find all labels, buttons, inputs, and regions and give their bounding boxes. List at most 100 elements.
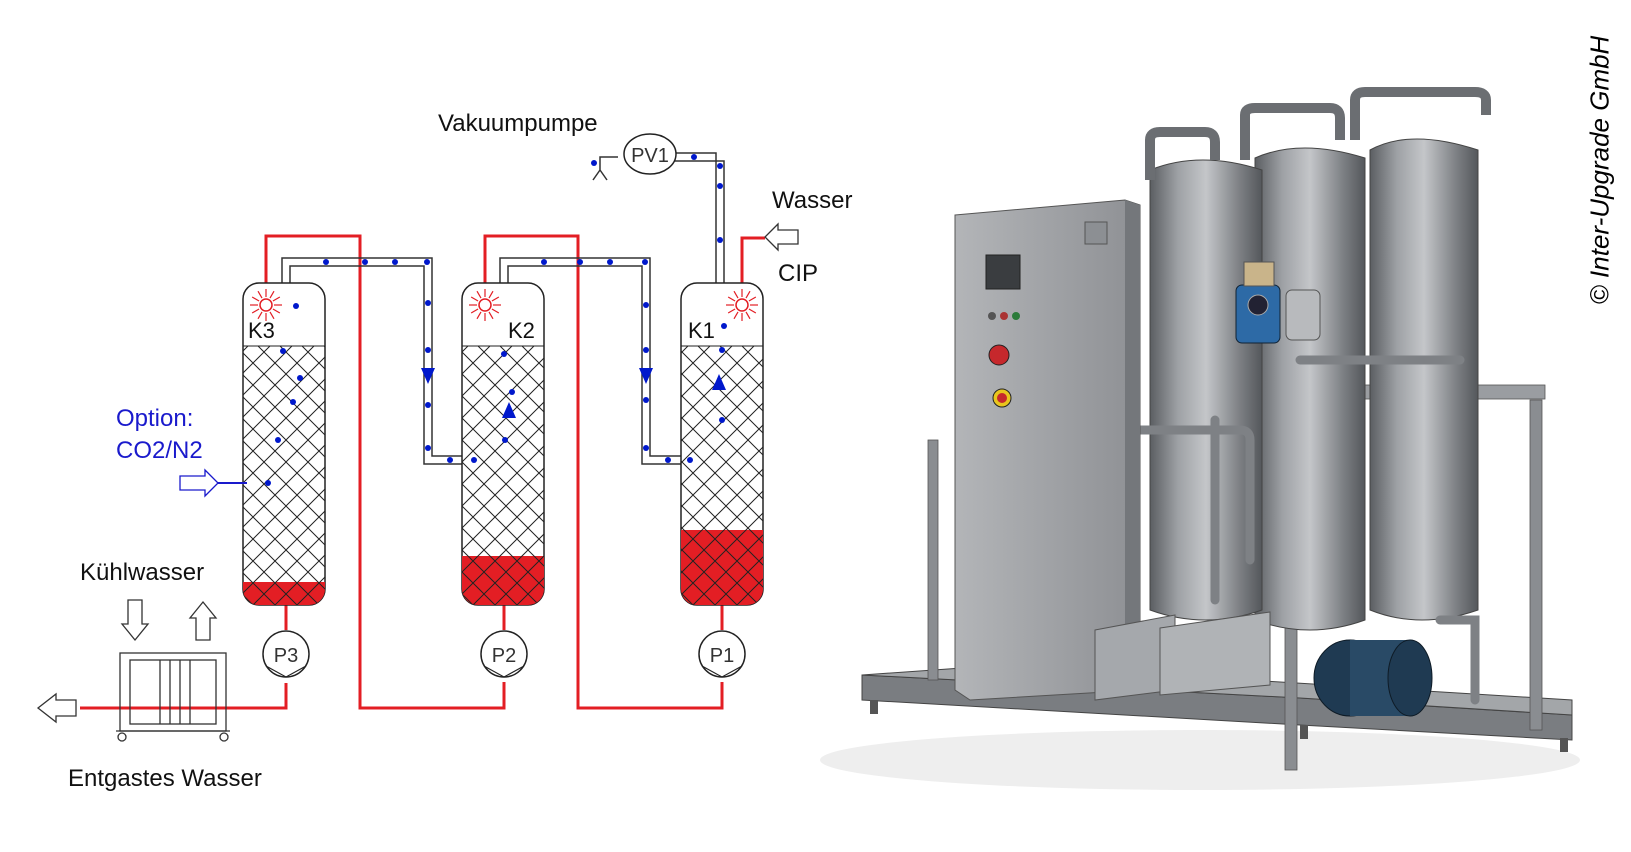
gas-line [281, 152, 725, 465]
gas-bubble [643, 302, 649, 308]
tank [1350, 87, 1491, 621]
spray-ray [491, 296, 500, 302]
gas-bubble [717, 163, 723, 169]
spray-ray [251, 296, 260, 302]
gas-bubble [717, 237, 723, 243]
heat-exchanger-icon [116, 599, 230, 742]
gas-bubble [719, 347, 725, 353]
gas-bubble [265, 480, 271, 486]
spray-ray [488, 290, 494, 299]
gas-bubble [424, 259, 430, 265]
water-line [80, 234, 765, 710]
pump-label: P2 [492, 645, 516, 667]
gas-bubble [502, 437, 508, 443]
spray-ray [491, 308, 500, 314]
label-option: Option: [116, 405, 193, 432]
gas-bubble [392, 259, 398, 265]
label-cip: CIP [778, 260, 818, 287]
column-k2 [461, 282, 545, 606]
pump-p1: P1 [698, 630, 746, 678]
spray-ray [733, 311, 739, 320]
gas-bubble [691, 154, 697, 160]
gas-bubble [665, 457, 671, 463]
spray-ray [251, 308, 260, 314]
gas-bubble [290, 399, 296, 405]
spray-ray [745, 290, 751, 299]
column-label-k1: K1 [688, 318, 715, 343]
gas-bubble [719, 417, 725, 423]
spray-ray [470, 308, 479, 314]
gas-bubble [362, 259, 368, 265]
spray-nozzle-icon [250, 289, 758, 321]
arrow-icon [36, 222, 799, 724]
gas-bubble [425, 445, 431, 451]
pump-p3: P3 [262, 630, 310, 678]
column-k3 [242, 282, 326, 606]
pump-label: P3 [274, 645, 298, 667]
machine-illustration [820, 87, 1580, 790]
spray-ray [745, 311, 751, 320]
hmi-screen [985, 254, 1021, 290]
spray-ray [476, 290, 482, 299]
pump-label: P1 [710, 645, 734, 667]
gas-bubble [642, 259, 648, 265]
gas-bubble [643, 445, 649, 451]
pump-label: PV1 [631, 145, 669, 167]
gas-bubble [591, 160, 597, 166]
control-cabinet [954, 199, 1141, 701]
option-gas-inlet-arrow-icon [179, 468, 247, 498]
process-diagram: P3 P2 P1 PV1 [36, 110, 852, 792]
label-wasser: Wasser [772, 187, 852, 214]
gas-bubble [717, 183, 723, 189]
gas-bubble [425, 300, 431, 306]
emergency-stop-icon [988, 344, 1010, 366]
gas-bubble [643, 347, 649, 353]
copyright-notice: © Inter-Upgrade GmbH [1584, 35, 1615, 305]
flow-arrow-icon [421, 368, 726, 418]
spray-ray [488, 311, 494, 320]
gas-bubble [541, 259, 547, 265]
spray-ray [748, 308, 757, 314]
spray-ray [269, 290, 275, 299]
gas-bubble [687, 457, 693, 463]
spray-ray [727, 296, 736, 302]
label-entgastes-wasser: Entgastes Wasser [68, 765, 262, 792]
column-label-k3: K3 [248, 318, 275, 343]
gas-bubble [501, 351, 507, 357]
spray-ray [470, 296, 479, 302]
gas-bubble [293, 303, 299, 309]
label-kuehlwasser: Kühlwasser [80, 559, 204, 586]
column-k1 [680, 282, 764, 606]
gas-bubble [447, 457, 453, 463]
spray-ray [748, 296, 757, 302]
gas-bubble [509, 389, 515, 395]
gas-bubble [643, 397, 649, 403]
spray-ray [269, 311, 275, 320]
gas-bubbles [265, 154, 727, 486]
gas-bubble [425, 402, 431, 408]
gas-bubble [275, 437, 281, 443]
gas-bubble [607, 259, 613, 265]
tank [1240, 103, 1366, 631]
spray-ray [257, 290, 263, 299]
motor-icon [1313, 639, 1433, 717]
spray-ray [272, 308, 281, 314]
gas-bubble [297, 375, 303, 381]
gas-bubble [280, 348, 286, 354]
tank [1145, 127, 1263, 621]
vacuum-pump-pv1: PV1 [623, 133, 677, 175]
label-vakuumpumpe: Vakuumpumpe [438, 110, 598, 137]
column-label-k2: K2 [508, 318, 535, 343]
gas-bubble [471, 457, 477, 463]
gas-bubble [577, 259, 583, 265]
pump-p2: P2 [480, 630, 528, 678]
spray-ray [727, 308, 736, 314]
spray-ray [272, 296, 281, 302]
gas-bubble [425, 347, 431, 353]
spray-ray [733, 290, 739, 299]
label-co2-n2: CO2/N2 [116, 437, 203, 464]
spray-ray [257, 311, 263, 320]
spray-ray [476, 311, 482, 320]
gas-bubble [323, 259, 329, 265]
